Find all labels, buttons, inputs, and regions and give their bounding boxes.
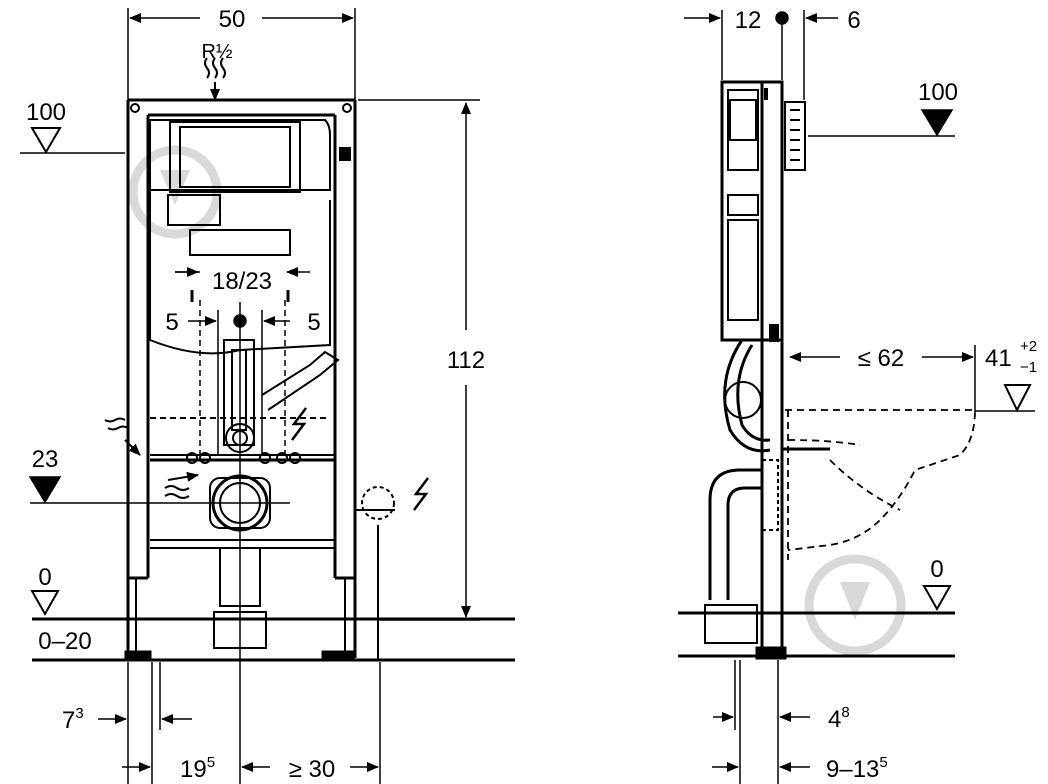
label-level-100: 100 (26, 99, 66, 126)
side-frame (720, 80, 787, 660)
label-offset-right: 5 (307, 309, 320, 336)
electric-icon-socket (413, 477, 429, 511)
label-dim-e-base: 9–13 (826, 756, 879, 783)
seat-level-marker (975, 384, 1035, 413)
label-dim-b: 195 (180, 754, 215, 783)
electric-icon-front (291, 407, 307, 441)
side-level-100-marker (808, 109, 955, 137)
dim-offsets (188, 314, 290, 328)
water-wave-outlet-icon (164, 471, 199, 499)
label-dim-d-base: 4 (828, 706, 841, 733)
label-seat-tol-plus: +2 (1020, 338, 1037, 355)
label-side-level-0: 0 (930, 556, 943, 583)
label-dim-a-base: 7 (62, 707, 75, 734)
dim-depth-top (684, 10, 838, 100)
watermark-logo-right (804, 554, 906, 656)
label-dim-a-sup: 3 (75, 705, 83, 722)
label-dim-d: 48 (828, 704, 850, 733)
water-supply-icon (204, 57, 226, 101)
label-pipe-thread: R½ (201, 41, 232, 63)
label-seat-tol-minus: −1 (1020, 359, 1037, 376)
label-dim-e-sup: 5 (879, 754, 887, 771)
label-dim-b-base: 19 (180, 756, 207, 783)
label-dim-c: ≥ 30 (289, 756, 336, 783)
label-reach: ≤ 62 (858, 345, 905, 372)
side-cistern (727, 88, 779, 342)
label-seat-height: 41 (985, 345, 1012, 372)
dim-reach (789, 345, 976, 412)
water-wave-left-icon (104, 417, 141, 456)
label-offset-left: 5 (165, 309, 178, 336)
waste-outlet (150, 474, 335, 649)
label-dim-b-sup: 5 (207, 754, 215, 771)
label-floor-range: 0–20 (38, 628, 91, 655)
wc-bowl-outline (785, 409, 976, 560)
label-spacing: 18/23 (212, 268, 272, 295)
label-dim-d-sup: 8 (841, 704, 849, 721)
label-depth-a: 12 (735, 7, 762, 34)
level-0-marker (30, 590, 515, 662)
front-guides (190, 290, 290, 784)
power-socket (355, 486, 395, 660)
label-height: 112 (447, 347, 485, 374)
flush-pipe-assembly (150, 339, 340, 464)
side-level-0-marker (922, 585, 952, 612)
label-side-level-100: 100 (918, 79, 958, 106)
level-23-marker (28, 476, 290, 504)
front-view (124, 98, 395, 784)
label-dim-a: 73 (62, 705, 84, 734)
waste-bend-side (704, 459, 779, 644)
front-frame (124, 98, 357, 662)
dim-bottom-side (712, 660, 810, 784)
dim-bottom-front (98, 662, 381, 784)
side-floors (678, 611, 955, 658)
flush-pipe-side (723, 339, 771, 453)
label-level-23: 23 (32, 446, 59, 473)
level-100-marker (20, 127, 125, 154)
dim-width-50 (127, 8, 356, 100)
label-width: 50 (219, 6, 246, 33)
label-dim-e: 9–135 (826, 754, 888, 783)
label-level-0: 0 (38, 564, 51, 591)
side-view (704, 80, 976, 660)
label-depth-b: 6 (847, 7, 860, 34)
flush-panel-side (784, 101, 806, 171)
